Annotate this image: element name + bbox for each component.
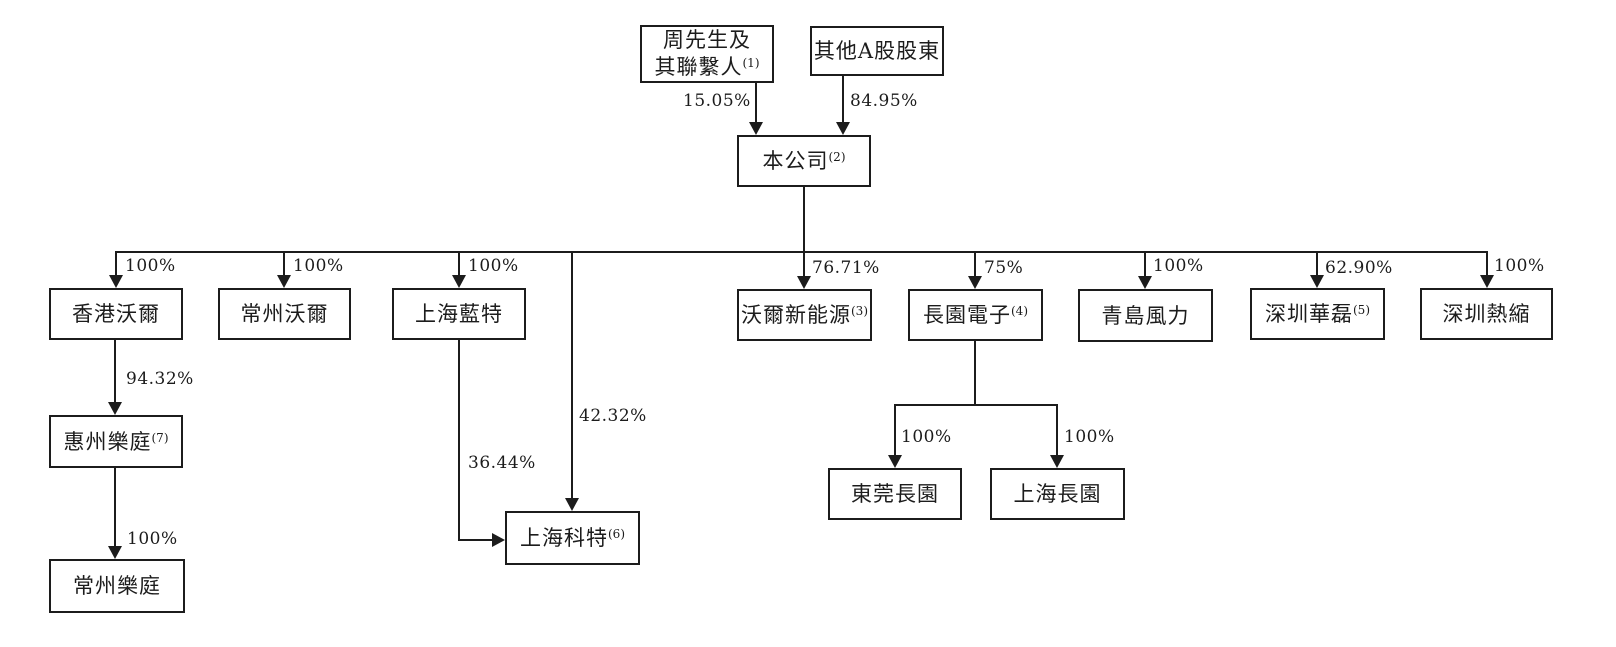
arrow-down-icon <box>108 402 122 415</box>
arrow-down-icon <box>1310 275 1324 288</box>
entity-label: 青島風力 <box>1101 303 1190 328</box>
edge-line-to-sh-changyuan <box>1056 404 1058 456</box>
arrow-down-icon <box>109 275 123 288</box>
ownership-percentage-label: 94.32% <box>126 369 194 389</box>
entity-label: 常州樂庭 <box>73 574 161 598</box>
footnote-marker: (1) <box>742 56 760 70</box>
edge-line-to-sh-lante <box>458 251 460 276</box>
edge-line-to-cz-wall <box>283 251 285 276</box>
arrow-down-icon <box>797 276 811 289</box>
node-dongguan-changyuan: 東莞長園 <box>828 468 962 520</box>
node-changyuan-electronics: 長園電子(4) <box>908 289 1043 341</box>
node-changzhou-wall: 常州沃爾 <box>218 288 351 340</box>
edge-line-hkwall-to-hzleting <box>114 340 116 403</box>
arrow-down-icon <box>452 275 466 288</box>
node-the-company: 本公司(2) <box>737 135 871 187</box>
footnote-marker: (3) <box>851 304 868 318</box>
ownership-percentage-label: 100% <box>468 256 519 276</box>
edge-line-shlante-bend <box>458 539 493 541</box>
node-shanghai-lante: 上海藍特 <box>392 288 526 340</box>
ownership-percentage-label: 15.05% <box>683 91 751 111</box>
entity-label: 深圳華磊 <box>1265 302 1353 326</box>
edge-line-distribution-bar <box>115 251 1488 253</box>
ownership-percentage-label: 42.32% <box>579 406 647 426</box>
entity-label: 常州沃爾 <box>240 302 329 326</box>
node-changzhou-leting: 常州樂庭 <box>49 559 185 613</box>
edge-line-to-sz-hualei <box>1316 251 1318 276</box>
node-other-a-share-shareholders: 其他A股股東 <box>810 26 944 76</box>
node-shenzhen-hualei: 深圳華磊(5) <box>1250 288 1385 340</box>
edge-line-to-dg-changyuan <box>894 404 896 456</box>
entity-label: 其他A股股東 <box>813 39 941 63</box>
edge-line-to-cy-electronics <box>974 251 976 277</box>
arrow-down-icon <box>108 546 122 559</box>
node-shanghai-changyuan: 上海長園 <box>990 468 1125 520</box>
edge-line-shlante-down <box>458 340 460 541</box>
arrow-down-icon <box>968 276 982 289</box>
arrow-right-icon <box>492 533 505 547</box>
ownership-percentage-label: 100% <box>1064 427 1115 447</box>
arrow-down-icon <box>1050 455 1064 468</box>
edge-line-zhou-to-company <box>755 83 757 124</box>
edge-line-cy-down <box>974 341 976 406</box>
entity-label: 長園電子 <box>923 303 1011 327</box>
ownership-percentage-label: 100% <box>901 427 952 447</box>
entity-label: 本公司 <box>762 149 829 173</box>
ownership-percentage-label: 36.44% <box>468 453 536 473</box>
edge-line-company-to-sh-kete <box>571 251 573 499</box>
arrow-down-icon <box>888 455 902 468</box>
ownership-percentage-label: 100% <box>293 256 344 276</box>
arrow-down-icon <box>277 275 291 288</box>
arrow-down-icon <box>749 122 763 135</box>
ownership-percentage-label: 62.90% <box>1325 258 1393 278</box>
node-wall-new-energy: 沃爾新能源(3) <box>737 289 872 341</box>
ownership-percentage-label: 100% <box>1494 256 1545 276</box>
entity-label: 香港沃爾 <box>72 302 160 326</box>
ownership-percentage-label: 76.71% <box>812 258 880 278</box>
edge-line-to-sz-resuo <box>1486 251 1488 276</box>
entity-label: 惠州樂庭 <box>63 429 152 454</box>
node-huizhou-leting: 惠州樂庭(7) <box>49 415 183 468</box>
footnote-marker: (7) <box>151 430 169 445</box>
footnote-marker: (2) <box>828 150 846 164</box>
node-shenzhen-resuo: 深圳熱縮 <box>1420 288 1553 340</box>
arrow-down-icon <box>565 498 579 511</box>
arrow-down-icon <box>1480 275 1494 288</box>
footnote-marker: (5) <box>1353 303 1370 317</box>
entity-label: 周先生及 <box>663 28 751 52</box>
entity-label: 其聯繫人 <box>654 55 743 79</box>
entity-label: 上海藍特 <box>415 302 503 326</box>
edge-line-company-trunk <box>803 187 805 277</box>
arrow-down-icon <box>836 122 850 135</box>
footnote-marker: (6) <box>608 527 625 541</box>
entity-label: 上海長園 <box>1013 482 1102 506</box>
ownership-percentage-label: 100% <box>1153 256 1204 276</box>
footnote-marker: (4) <box>1011 304 1028 318</box>
entity-label: 東莞長園 <box>851 482 939 506</box>
ownership-percentage-label: 100% <box>125 256 176 276</box>
arrow-down-icon <box>1138 276 1152 289</box>
ownership-percentage-label: 75% <box>984 258 1024 278</box>
node-qingdao-wind: 青島風力 <box>1078 289 1213 342</box>
edge-line-cy-split-bar <box>894 404 1058 406</box>
node-mr-zhou-and-associates: 周先生及 其聯繫人(1) <box>640 25 774 83</box>
ownership-percentage-label: 100% <box>127 529 178 549</box>
edge-line-to-qd-wind <box>1144 251 1146 277</box>
entity-label: 深圳熱縮 <box>1442 302 1531 326</box>
entity-label: 上海科特 <box>520 526 608 550</box>
node-shanghai-kete: 上海科特(6) <box>505 511 640 565</box>
ownership-percentage-label: 84.95% <box>850 91 918 111</box>
edge-line-hzleting-to-czleting <box>114 468 116 547</box>
node-hongkong-wall: 香港沃爾 <box>49 288 183 340</box>
entity-label: 沃爾新能源 <box>741 303 851 327</box>
edge-line-to-hk-wall <box>115 251 117 276</box>
edge-line-other-to-company <box>842 76 844 124</box>
